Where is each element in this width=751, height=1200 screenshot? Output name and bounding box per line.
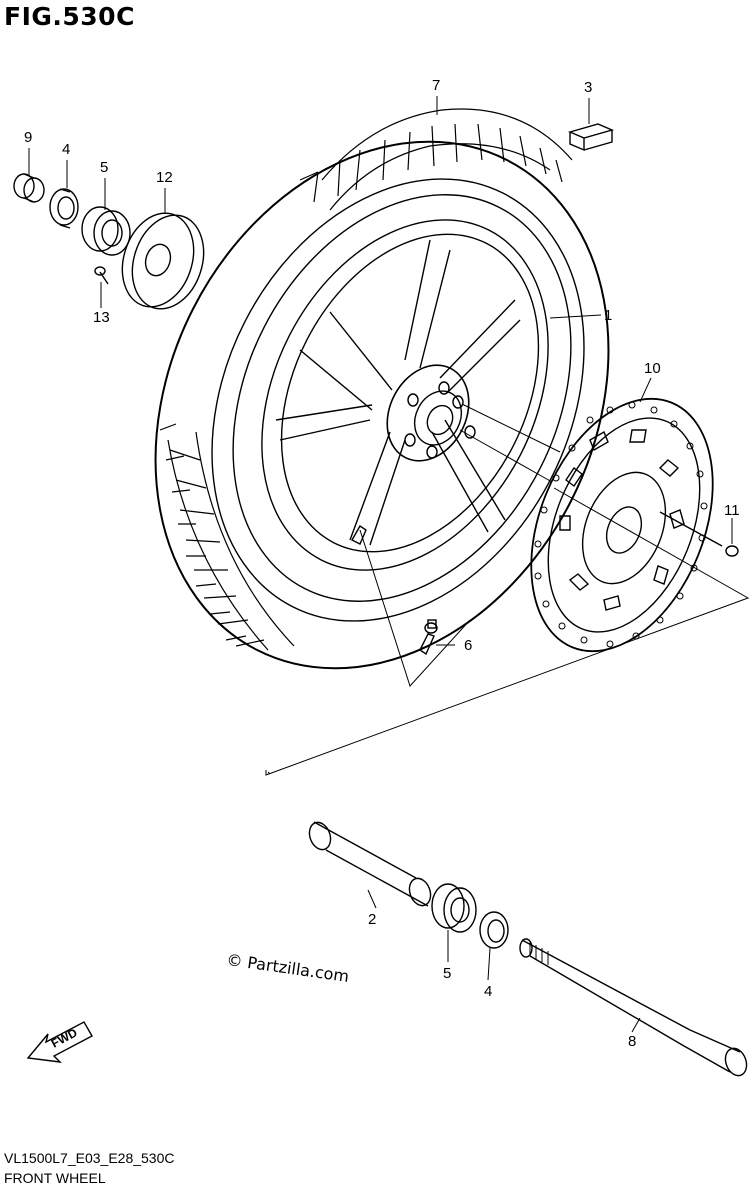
spacer (308, 821, 432, 907)
bearing-top (81, 206, 131, 256)
callout-1: 1 (604, 307, 612, 324)
callout-5-bottom: 5 (443, 965, 451, 982)
callout-2: 2 (368, 911, 376, 928)
disc-bolt (659, 511, 739, 557)
callout-8: 8 (628, 1033, 636, 1050)
leader-lines (28, 96, 733, 1033)
callout-13: 13 (93, 309, 110, 326)
oil-seal-top (49, 188, 79, 229)
callout-6: 6 (464, 637, 472, 654)
wheel-rim-and-spokes (261, 219, 549, 571)
balance-weight (567, 123, 615, 152)
collar (13, 173, 45, 203)
figure-title: FIG.530C (4, 2, 135, 31)
screw (94, 266, 109, 285)
fwd-arrow (26, 1021, 93, 1063)
callout-9: 9 (24, 129, 32, 146)
callout-3: 3 (584, 79, 592, 96)
callout-4-top: 4 (62, 141, 70, 158)
callout-7: 7 (432, 77, 440, 94)
callout-5-top: 5 (100, 159, 108, 176)
fwd-label: FWD (49, 1025, 80, 1050)
brake-disc (530, 397, 714, 653)
figure-code: VL1500L7_E03_E28_530C (4, 1150, 175, 1166)
tire-valve (419, 619, 438, 656)
front-axle (519, 938, 748, 1077)
callout-12: 12 (156, 169, 173, 186)
callout-4-bottom: 4 (484, 983, 492, 1000)
callout-10: 10 (644, 360, 661, 377)
oil-seal-bottom (479, 911, 509, 949)
assembly-guide-lines (265, 403, 750, 776)
bearing-bottom (431, 883, 477, 933)
figure-name: FRONT WHEEL (4, 1170, 106, 1186)
callout-11: 11 (724, 502, 740, 519)
hub-disc (121, 212, 205, 310)
tire (154, 108, 610, 670)
